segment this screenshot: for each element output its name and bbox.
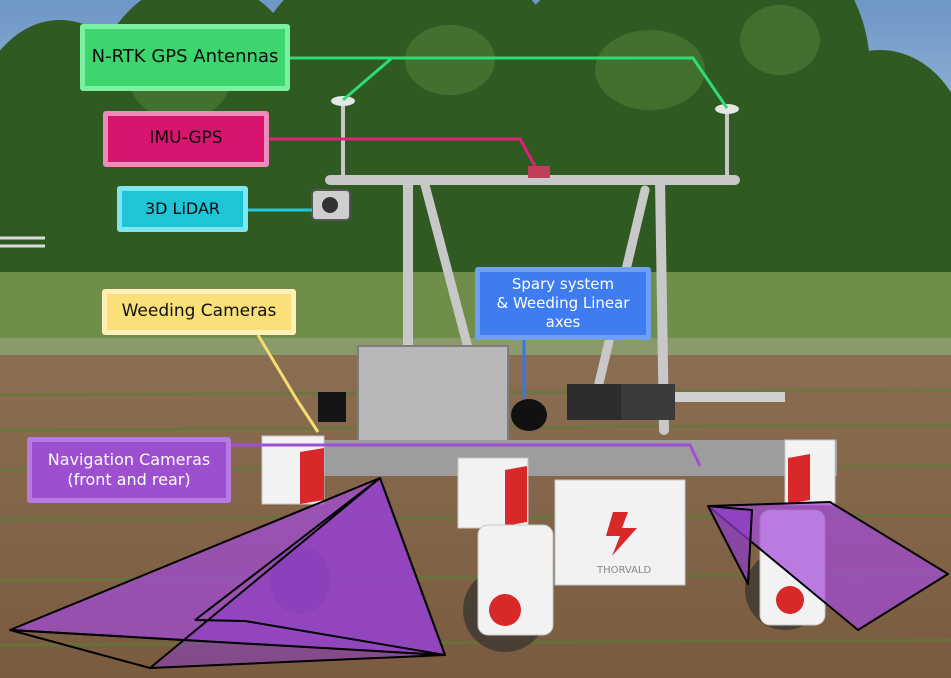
- front-camera-fov: [9, 477, 446, 669]
- label-navigation-cameras: Navigation Cameras(front and rear): [27, 437, 231, 503]
- label-gps-antennas: N-RTK GPS Antennas: [80, 24, 290, 91]
- label-text: 3D LiDAR: [145, 199, 220, 219]
- label-line: & Weeding Linear axes: [496, 294, 630, 331]
- label-line: IMU-GPS: [149, 128, 223, 149]
- label-3d-lidar: 3D LiDAR: [117, 186, 248, 232]
- rear-camera-fov: [707, 501, 949, 631]
- label-line: 3D LiDAR: [144, 199, 221, 218]
- leader-line-weeding: [256, 334, 320, 433]
- label-line: Spary system: [511, 275, 615, 294]
- label-text: N-RTK GPS Antennas: [92, 46, 279, 69]
- label-text: Weeding Cameras: [122, 301, 277, 322]
- fence: [0, 236, 45, 248]
- label-weeding-cameras: Weeding Cameras: [102, 289, 296, 335]
- label-text: Spary system& Weeding Linear axes: [480, 275, 646, 331]
- gps-antenna-left: [331, 96, 355, 106]
- label-imu-gps: IMU-GPS: [103, 111, 269, 167]
- gps-antenna-right: [715, 104, 739, 114]
- leader-line-imu: [269, 137, 537, 167]
- robot-brand: THORVALD: [596, 565, 652, 576]
- leader-line-gps: [288, 56, 729, 109]
- label-text: Navigation Cameras(front and rear): [48, 450, 211, 490]
- label-text: IMU-GPS: [149, 128, 222, 149]
- label-line: Weeding Cameras: [121, 301, 277, 322]
- imu-gps-unit: [528, 166, 550, 178]
- label-spray-system: Spary system& Weeding Linear axes: [475, 267, 651, 340]
- leader-line-nav: [231, 443, 702, 467]
- label-line: N-RTK GPS Antennas: [91, 46, 279, 68]
- lidar-unit: [311, 189, 351, 221]
- label-line: Navigation Cameras: [47, 450, 211, 469]
- label-line: (front and rear): [67, 470, 191, 489]
